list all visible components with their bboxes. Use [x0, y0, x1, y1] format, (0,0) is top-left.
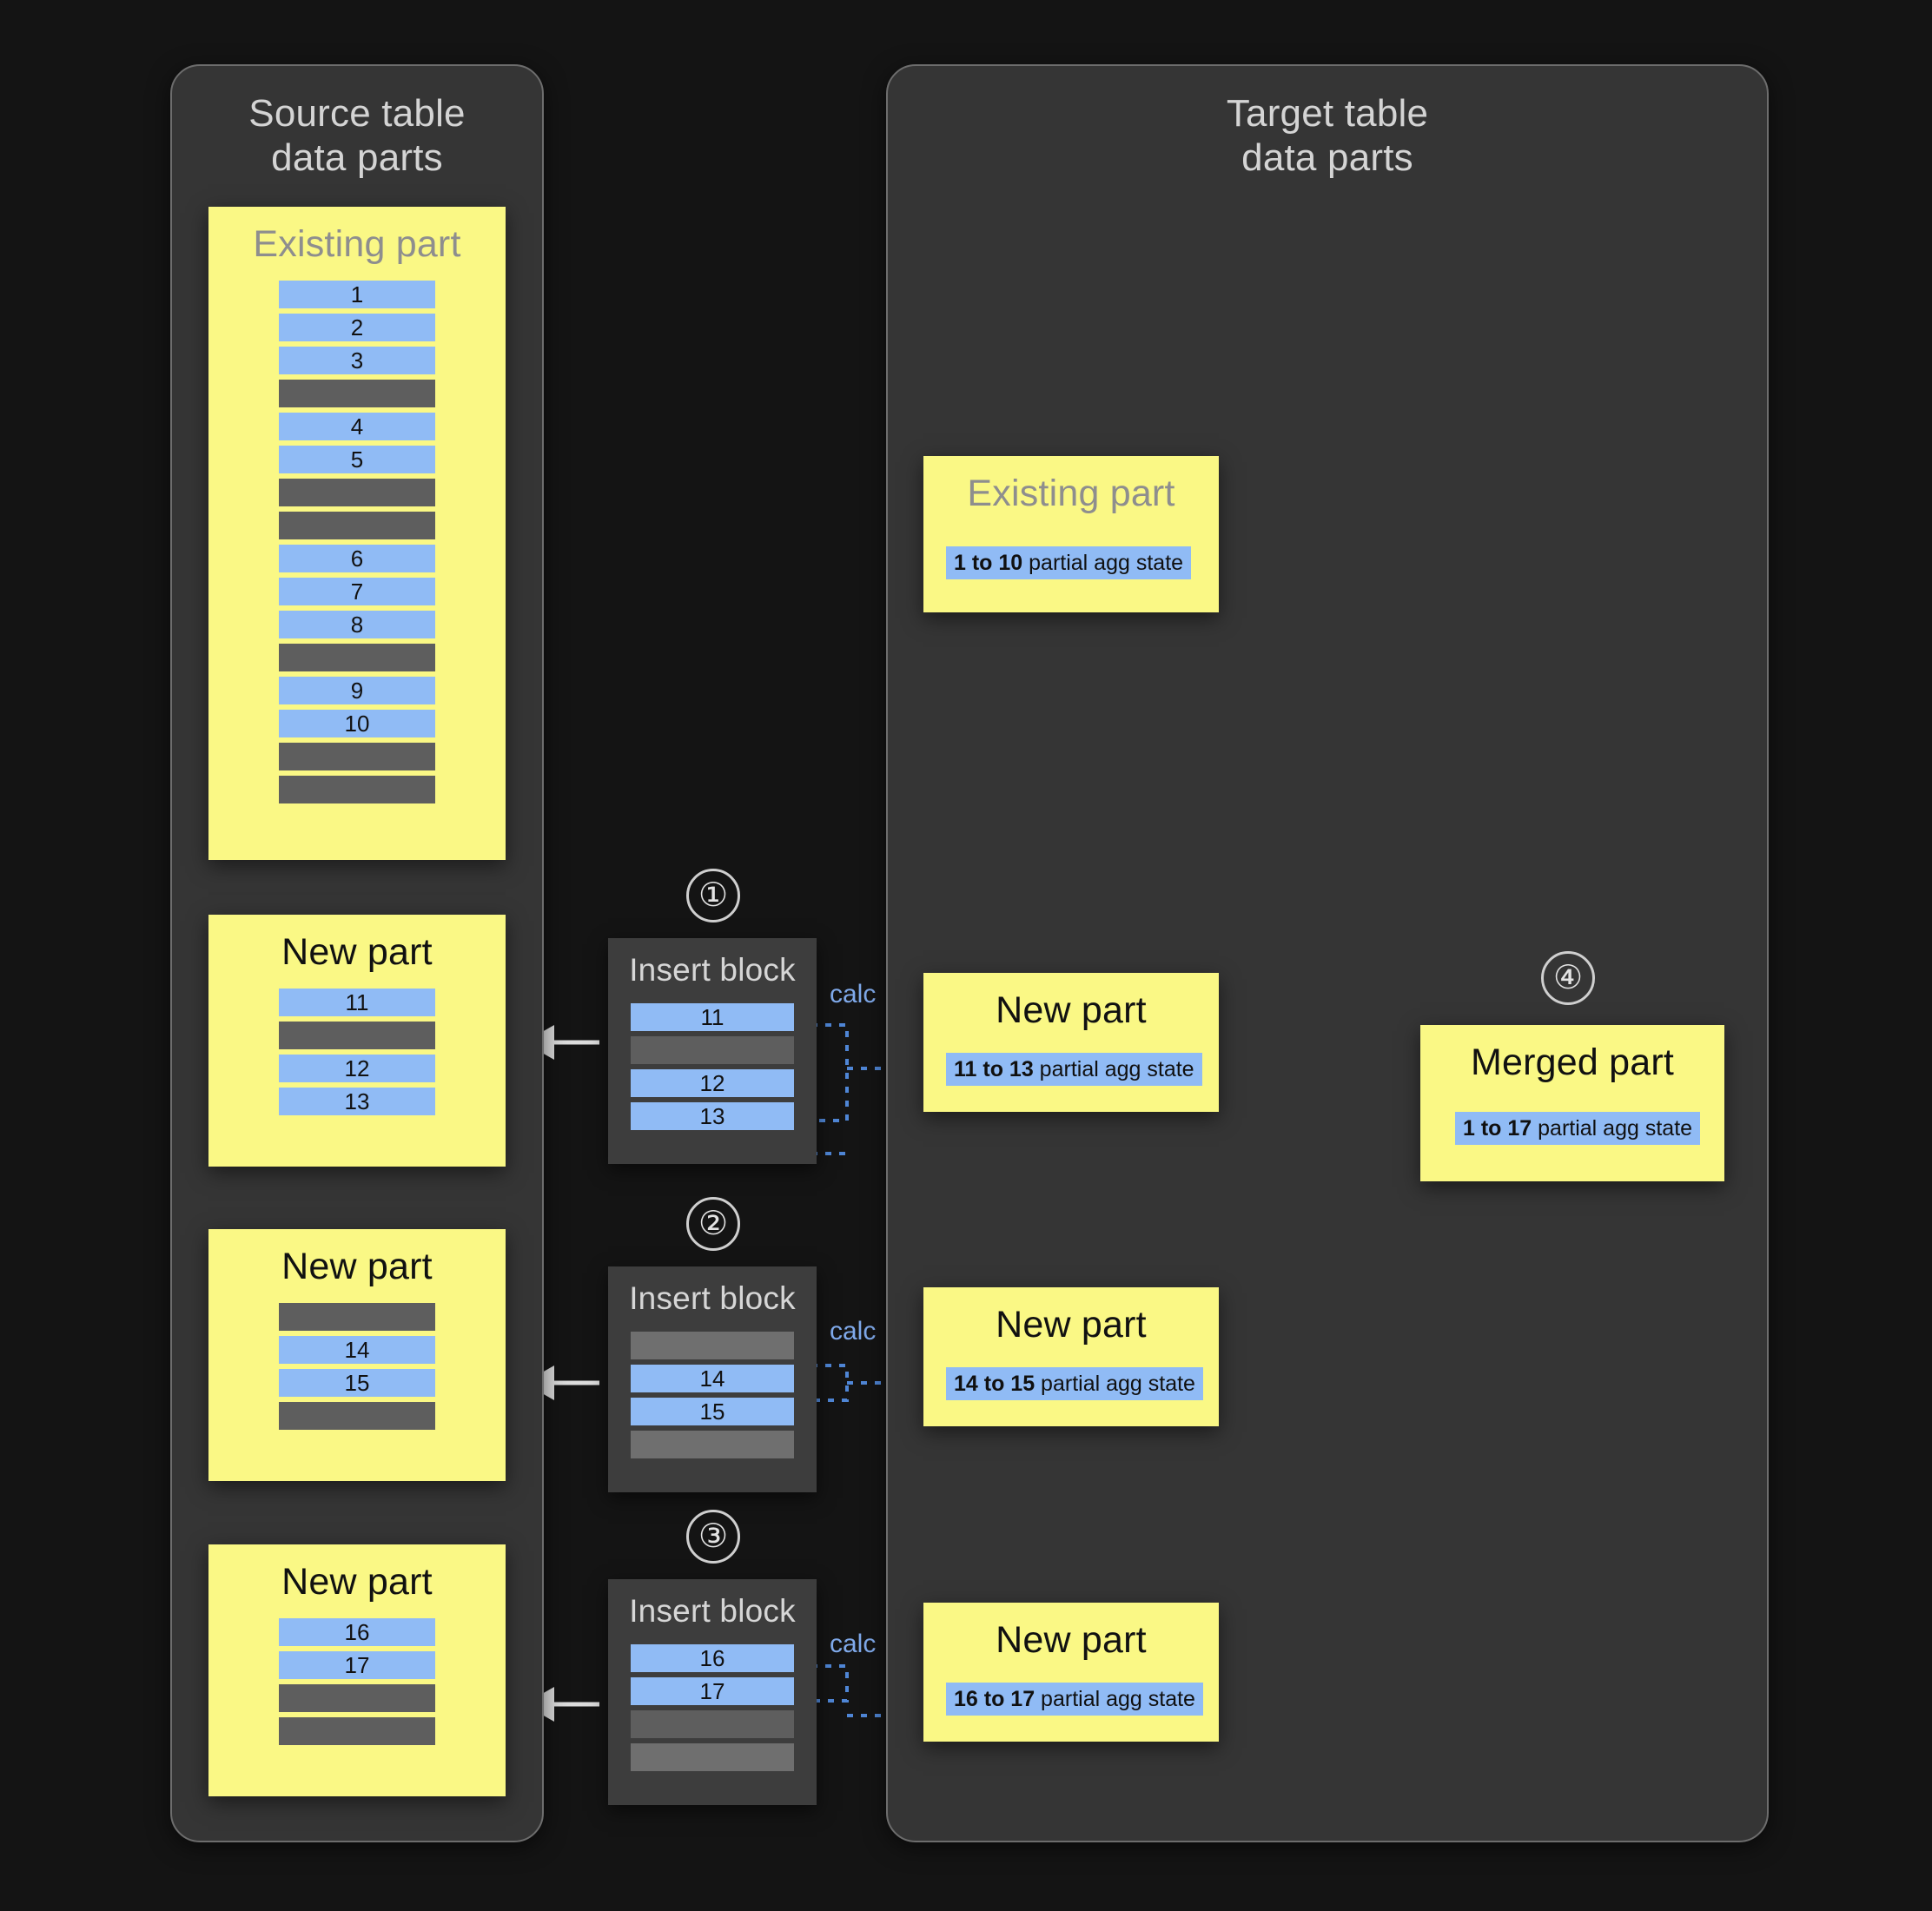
part-title: New part	[281, 931, 433, 973]
calc-label-1: calc	[830, 980, 877, 1008]
granule-row-filled: 3	[279, 347, 435, 374]
granule-row-filled: 17	[631, 1677, 794, 1705]
insert-block-title: Insert block	[629, 1280, 796, 1316]
granule-row-filled: 8	[279, 611, 435, 638]
granule-row-filled: 15	[631, 1398, 794, 1425]
granule-row-empty	[279, 512, 435, 539]
granule-row-filled: 13	[631, 1102, 794, 1130]
granule-row-empty	[279, 380, 435, 407]
step-badge-2: ②	[686, 1197, 740, 1251]
granule-row-filled: 7	[279, 578, 435, 605]
agg-suffix: partial agg state	[1532, 1116, 1693, 1141]
granule-row-empty	[279, 776, 435, 803]
target-existing-part-card[interactable]: Existing part 1 to 10 partial agg state	[923, 456, 1219, 612]
granule-rows: 11 12 13	[608, 1003, 817, 1130]
step-badge-3: ③	[686, 1510, 740, 1564]
part-title: New part	[996, 1304, 1147, 1346]
target-table-panel: Target table data parts	[886, 64, 1769, 1842]
granule-row-empty	[631, 1431, 794, 1458]
granule-row-filled: 16	[631, 1644, 794, 1672]
part-title: Existing part	[253, 223, 461, 265]
granule-row-empty	[279, 644, 435, 671]
granule-row-empty	[279, 1402, 435, 1430]
part-title: New part	[281, 1561, 433, 1603]
agg-suffix: partial agg state	[1035, 1372, 1195, 1396]
granule-row-empty	[631, 1743, 794, 1771]
granule-row-filled: 14	[631, 1365, 794, 1392]
part-title: New part	[281, 1246, 433, 1287]
granule-row-filled: 12	[279, 1055, 435, 1082]
part-title: Existing part	[967, 473, 1175, 514]
agg-suffix: partial agg state	[1035, 1687, 1195, 1711]
granule-row-filled: 17	[279, 1651, 435, 1679]
agg-range: 1 to 10	[954, 551, 1023, 575]
agg-range: 16 to 17	[954, 1687, 1035, 1711]
calc-label-3: calc	[830, 1630, 877, 1658]
agg-range: 1 to 17	[1463, 1116, 1532, 1141]
agg-range: 11 to 13	[954, 1057, 1034, 1081]
granule-row-filled: 4	[279, 413, 435, 440]
granule-row-empty	[279, 1684, 435, 1712]
part-title: New part	[996, 1619, 1147, 1661]
source-existing-part-card[interactable]: Existing part 1 2 3 4 5 6 7 8 9 10	[208, 207, 506, 860]
granule-row-filled: 11	[279, 989, 435, 1016]
granule-row-empty	[631, 1332, 794, 1359]
granule-row-filled: 10	[279, 710, 435, 737]
granule-row-empty	[279, 743, 435, 770]
agg-suffix: partial agg state	[1033, 1057, 1194, 1081]
agg-state-chip: 14 to 15 partial agg state	[946, 1367, 1203, 1400]
granule-rows: 11 12 13	[208, 989, 506, 1115]
granule-row-filled: 6	[279, 545, 435, 572]
part-title: Merged part	[1470, 1041, 1675, 1083]
source-new-part-1-card[interactable]: New part 11 12 13	[208, 915, 506, 1167]
agg-state-chip: 16 to 17 partial agg state	[946, 1683, 1203, 1716]
granule-row-empty	[279, 479, 435, 506]
step-badge-1: ①	[686, 869, 740, 922]
target-panel-title: Target table data parts	[1226, 92, 1429, 179]
granule-row-empty	[279, 1303, 435, 1331]
granule-row-filled: 5	[279, 446, 435, 473]
granule-row-filled: 2	[279, 314, 435, 341]
agg-suffix: partial agg state	[1022, 551, 1184, 575]
target-new-part-1-card[interactable]: New part 11 to 13 partial agg state	[923, 973, 1219, 1112]
source-panel-title: Source table data parts	[248, 92, 466, 179]
granule-row-filled: 11	[631, 1003, 794, 1031]
granule-row-filled: 9	[279, 677, 435, 704]
granule-rows: 1 2 3 4 5 6 7 8 9 10	[208, 281, 506, 803]
granule-row-filled: 1	[279, 281, 435, 308]
insert-block-title: Insert block	[629, 952, 796, 988]
granule-row-filled: 13	[279, 1088, 435, 1115]
granule-row-filled: 12	[631, 1069, 794, 1097]
granule-row-empty	[631, 1036, 794, 1064]
granule-row-empty	[279, 1022, 435, 1049]
insert-block-1-card[interactable]: Insert block 11 12 13	[608, 938, 817, 1164]
granule-row-empty	[279, 1717, 435, 1745]
agg-range: 14 to 15	[954, 1372, 1035, 1396]
agg-state-chip: 1 to 10 partial agg state	[946, 546, 1192, 579]
agg-state-chip: 11 to 13 partial agg state	[946, 1053, 1202, 1086]
calc-label-2: calc	[830, 1317, 877, 1346]
insert-block-title: Insert block	[629, 1593, 796, 1629]
merged-part-card[interactable]: Merged part 1 to 17 partial agg state	[1420, 1025, 1724, 1181]
agg-state-chip: 1 to 17 partial agg state	[1455, 1112, 1701, 1145]
part-title: New part	[996, 989, 1147, 1031]
granule-row-filled: 16	[279, 1618, 435, 1646]
target-new-part-2-card[interactable]: New part 14 to 15 partial agg state	[923, 1287, 1219, 1426]
target-new-part-3-card[interactable]: New part 16 to 17 partial agg state	[923, 1603, 1219, 1742]
step-badge-4: ④	[1541, 951, 1595, 1005]
granule-row-filled: 14	[279, 1336, 435, 1364]
granule-row-filled: 15	[279, 1369, 435, 1397]
granule-row-empty	[631, 1710, 794, 1738]
